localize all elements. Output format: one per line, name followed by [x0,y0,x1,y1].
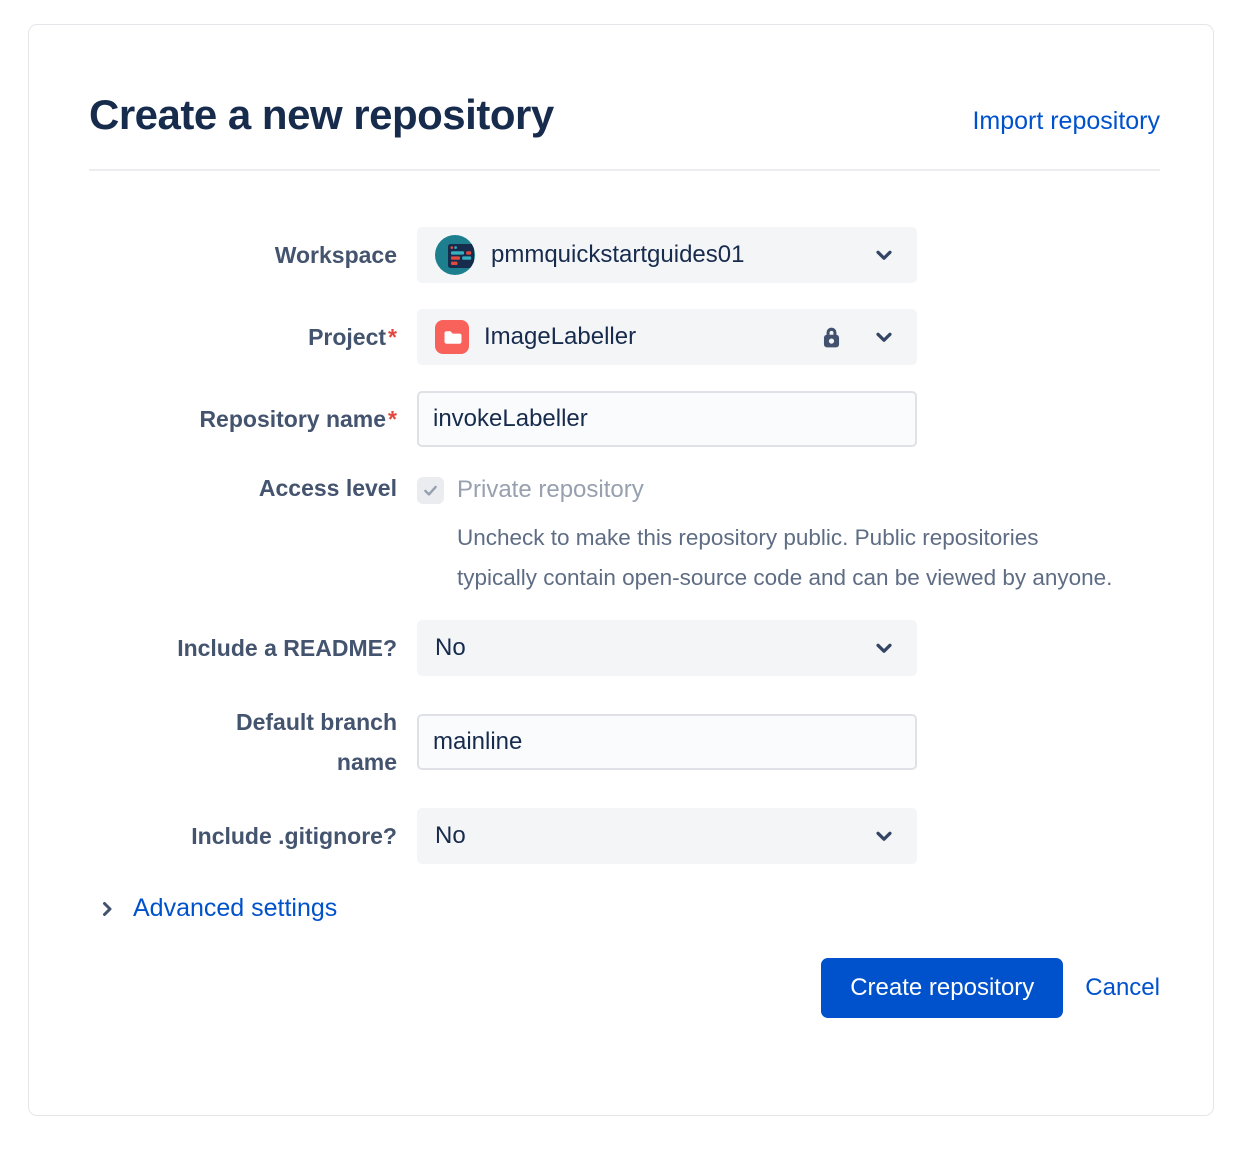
gitignore-select[interactable]: No [417,808,917,864]
default-branch-label-text: Default branch name [235,709,397,775]
readme-row: Include a README? No [89,620,1160,676]
create-repository-button[interactable]: Create repository [821,957,1064,1018]
import-repository-link[interactable]: Import repository [972,107,1160,135]
gitignore-label-text: Include .gitignore? [191,823,397,849]
dialog-header: Create a new repository Import repositor… [89,91,1160,139]
gitignore-label: Include .gitignore? [191,816,397,856]
access-level-row: Access level Private repository Uncheck … [89,473,1160,598]
project-label-text: Project [308,324,387,350]
create-repo-form: Workspace [89,227,1160,926]
gitignore-value: No [435,822,466,849]
workspace-label: Workspace [275,235,397,275]
advanced-settings-label: Advanced settings [133,894,338,922]
repository-name-row: Repository name* [89,391,1160,447]
access-level-help-text: Uncheck to make this repository public. … [457,525,1113,590]
chevron-down-icon [871,823,897,849]
access-level-label: Access level [259,473,397,503]
readme-label-text: Include a README? [177,635,397,661]
cancel-button[interactable]: Cancel [1085,973,1160,1001]
workspace-value: pmmquickstartguides01 [491,241,745,268]
advanced-settings-toggle[interactable]: Advanced settings [95,894,337,923]
gitignore-row: Include .gitignore? No [89,808,1160,864]
dialog-footer: Create repository Cancel [89,957,1160,1018]
project-label: Project* [308,317,397,357]
chevron-right-icon [95,897,119,921]
access-level-content: Private repository Uncheck to make this … [417,473,1117,598]
repository-name-label-text: Repository name [199,406,387,432]
header-divider [89,169,1160,171]
chevron-down-icon [871,324,897,350]
default-branch-input[interactable] [417,714,917,770]
private-repository-label: Private repository [457,476,644,503]
project-value: ImageLabeller [484,323,637,350]
repository-name-label: Repository name* [199,399,397,439]
page-title: Create a new repository [89,91,554,138]
create-repo-dialog: Create a new repository Import repositor… [28,24,1214,1116]
workspace-select[interactable]: pmmquickstartguides01 [417,227,917,283]
project-folder-icon [435,320,469,354]
workspace-row: Workspace [89,227,1160,283]
private-repository-checkbox [417,476,444,504]
default-branch-label: Default branch name [182,702,397,782]
chevron-down-icon [871,635,897,661]
project-select[interactable]: ImageLabeller [417,309,917,365]
required-asterisk: * [388,406,397,432]
default-branch-row: Default branch name [89,702,1160,782]
workspace-label-text: Workspace [274,242,397,268]
access-level-label-text: Access level [258,475,397,501]
workspace-avatar-icon [435,235,475,275]
readme-select[interactable]: No [417,620,917,676]
project-row: Project* ImageLabeller [89,309,1160,365]
chevron-down-icon [871,242,897,268]
repository-name-input[interactable] [417,391,917,447]
lock-icon [818,324,845,351]
readme-value: No [435,634,466,661]
readme-label: Include a README? [177,628,397,668]
required-asterisk: * [388,324,397,350]
